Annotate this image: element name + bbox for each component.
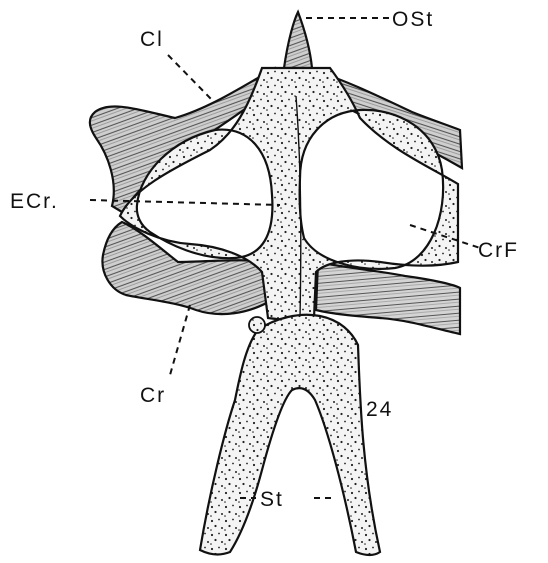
xiphoid-knob (249, 317, 265, 333)
label-cl: Cl (140, 28, 164, 51)
cr-leader-line (170, 305, 190, 375)
label-crf: CrF (478, 239, 519, 262)
sternum-bone (200, 315, 380, 555)
figure-number: 24 (366, 398, 393, 421)
cl-leader-line (168, 55, 212, 100)
left-coracoid-bone (102, 222, 272, 314)
label-ost: OSt (392, 8, 434, 31)
label-ecr: ECr. (10, 190, 59, 213)
label-cr: Cr (140, 384, 166, 407)
omosternum-cap (284, 12, 312, 68)
label-st: St (260, 488, 284, 511)
